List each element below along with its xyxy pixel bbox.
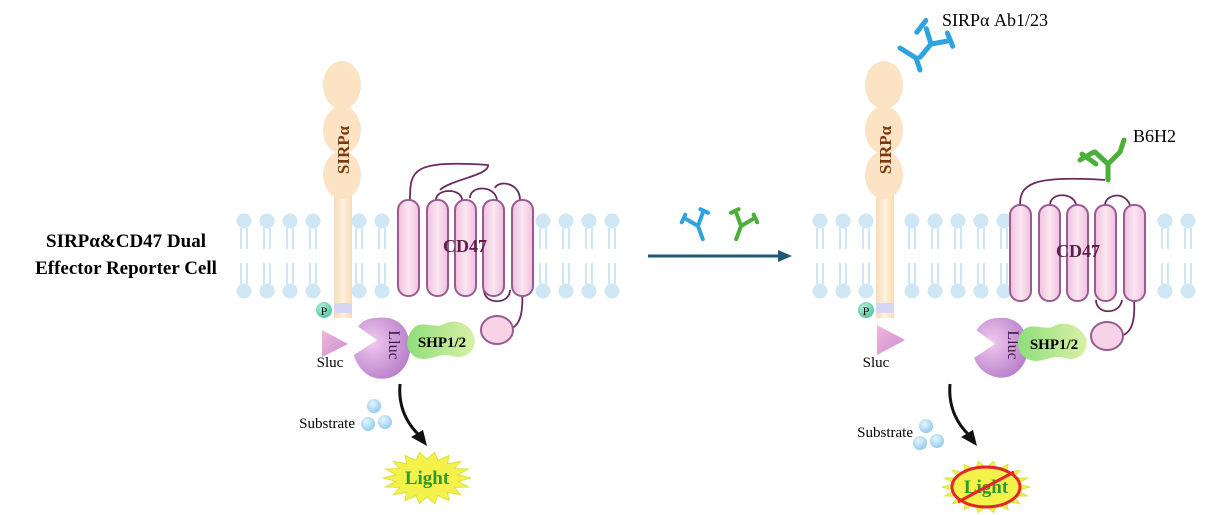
phospho-bubble-right: P <box>858 302 874 318</box>
sirpa-label-left: SIRPα <box>334 125 353 174</box>
substrate-left: Substrate <box>299 399 392 432</box>
shp-label-left: SHP1/2 <box>418 335 466 351</box>
antibody-cd47-icon <box>1077 137 1127 183</box>
shp-label-right: SHP1/2 <box>1030 337 1078 353</box>
light-burst-right: Light <box>941 460 1031 514</box>
lluc-label-right: Lluc <box>1004 330 1021 359</box>
title-line-2: Effector Reporter Cell <box>35 258 217 279</box>
sirpa-receptor-left: SIRPα <box>323 61 361 318</box>
left-panel: SIRPα P CD47 Lluc <box>235 61 621 505</box>
antibody2-label: B6H2 <box>1133 126 1176 146</box>
treatment-arrow <box>648 207 792 262</box>
cell-title: SIRPα&CD47 Dual Effector Reporter Cell <box>35 231 217 279</box>
cd47-right: CD47 <box>1009 177 1146 351</box>
reaction-arrow-left <box>398 383 427 446</box>
antibody1-label: SIRPα Ab1/23 <box>942 10 1048 30</box>
reporter-complex-left: Lluc Sluc SHP1/2 <box>317 317 475 379</box>
reaction-arrow-right <box>948 383 977 446</box>
antibody-blue-icon <box>679 207 711 242</box>
antibody-green-icon <box>728 207 760 242</box>
lluc-label-left: Lluc <box>385 330 402 359</box>
sirpa-receptor-right: SIRPα <box>865 61 903 318</box>
light-burst-left: Light <box>382 451 472 505</box>
reporter-complex-right: Lluc SHP1/2 <box>965 317 1087 378</box>
title-line-1: SIRPα&CD47 Dual <box>46 231 206 252</box>
cd47-label-left: CD47 <box>443 236 487 256</box>
antibody-sirpa-icon <box>897 18 956 73</box>
sluc-label-left: Sluc <box>317 355 344 371</box>
substrate-label-left: Substrate <box>299 416 355 432</box>
phospho-bubble-left: P <box>316 302 332 318</box>
cd47-label-right: CD47 <box>1056 241 1100 261</box>
cd47-left: CD47 <box>397 162 534 345</box>
light-label-left: Light <box>405 468 450 489</box>
sluc-label-right: Sluc <box>863 355 890 371</box>
blocked-icon <box>950 465 1022 509</box>
substrate-right: Substrate <box>857 419 944 450</box>
p-label-left: P <box>321 304 328 318</box>
p-label-right: P <box>863 304 870 318</box>
sluc-right: Sluc <box>863 325 905 371</box>
substrate-label-right: Substrate <box>857 425 913 441</box>
right-panel: SIRPα SIRPα Ab1/23 B6H2 P Sluc <box>811 10 1197 514</box>
sirpa-label-right: SIRPα <box>876 125 895 174</box>
